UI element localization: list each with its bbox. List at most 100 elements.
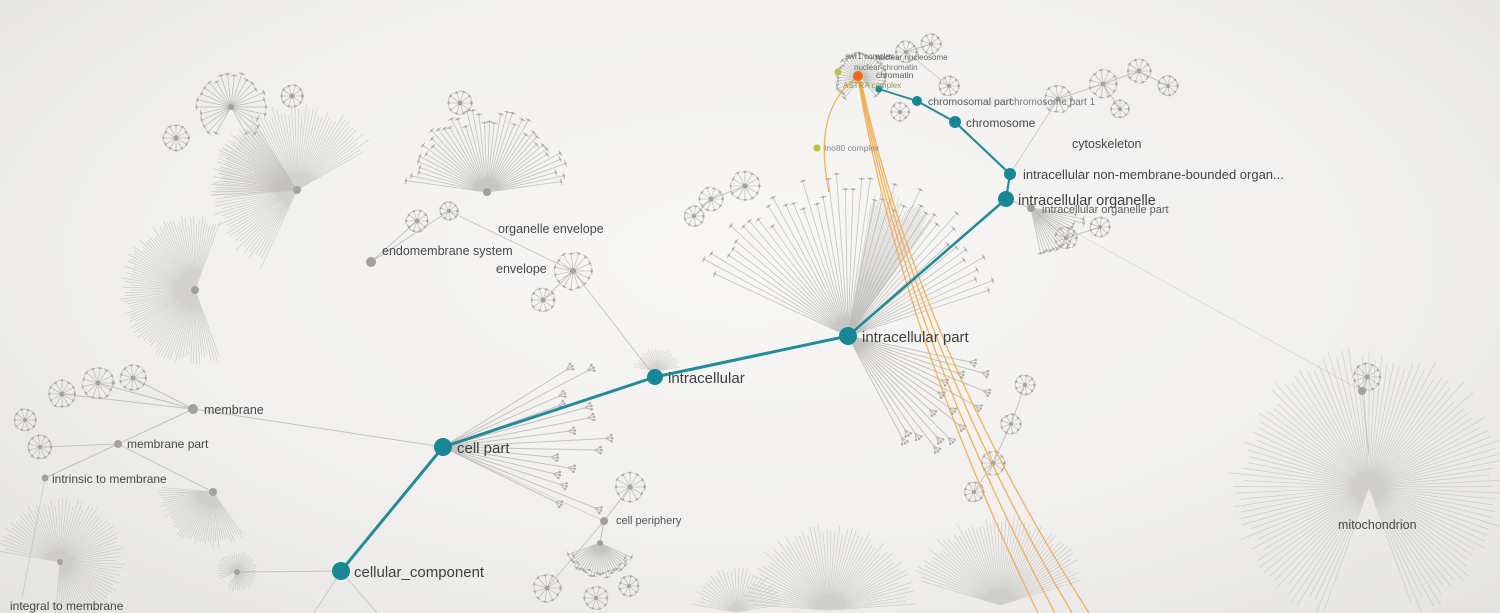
graph-node-intracellular-organelle[interactable] <box>998 191 1014 207</box>
leaf-dot-icon <box>1118 116 1122 119</box>
cluster-spokes <box>405 110 566 193</box>
leaf-dot-icon <box>713 187 716 190</box>
node-label-7[interactable]: chromosome <box>966 116 1036 130</box>
node-label-6[interactable]: intracellular non-membrane-bounded organ… <box>1023 167 1284 182</box>
node-label-10[interactable]: chromatin <box>876 70 914 80</box>
node-label-13[interactable]: swr1 complex <box>845 52 894 61</box>
cluster-spokes <box>965 482 984 501</box>
node-label-22[interactable]: intrinsic to membrane <box>52 472 167 486</box>
node-label-25[interactable]: mitochondrion <box>1338 518 1417 532</box>
node-label-23[interactable]: integral to membrane <box>10 599 124 613</box>
leaf-dot-icon <box>955 91 958 94</box>
cluster-hub-big-fan-top[interactable] <box>483 188 491 196</box>
leaf-dot-icon <box>1039 252 1042 255</box>
graph-node-nuclear-chromatin[interactable] <box>853 71 863 81</box>
leaf-dot-icon <box>1000 455 1004 458</box>
leaf-dot-icon <box>719 191 722 194</box>
graph-node-organelle-part-hub[interactable] <box>1027 204 1035 212</box>
node-label-14[interactable]: ASTRA complex <box>843 81 901 90</box>
cluster-hub-topleft-sat2[interactable] <box>289 93 295 99</box>
cluster-spokes <box>891 103 909 121</box>
leaf-dot-icon <box>1067 90 1070 94</box>
node-label-17[interactable]: organelle envelope <box>498 222 604 236</box>
node-label-8[interactable]: chromosomal part <box>928 96 1012 108</box>
graph-node-cellular-component[interactable] <box>332 562 350 580</box>
node-label-5[interactable]: intracellular organelle part <box>1042 204 1169 216</box>
leaf-dot-icon <box>67 381 70 384</box>
leaf-dot-icon <box>600 448 603 452</box>
node-label-9[interactable]: chromosome part 1 <box>1009 97 1096 108</box>
leaf-dot-icon <box>1168 75 1171 78</box>
node-label-12[interactable]: nuclear nucleosome <box>876 53 948 62</box>
graph-node-chromosome[interactable] <box>949 116 961 128</box>
leaf-dot-icon <box>545 147 548 150</box>
node-label-0[interactable]: cellular_component <box>354 564 485 581</box>
leaf-dot-icon <box>264 113 267 116</box>
leaf-dot-icon <box>1044 94 1048 97</box>
node-label-1[interactable]: cell part <box>457 440 510 457</box>
node-label-11[interactable]: nuclear chromatin <box>854 63 918 72</box>
node-label-4[interactable]: intracellular organelle <box>1018 193 1156 209</box>
leaf-dot-icon <box>1113 90 1116 93</box>
leaf-dot-icon <box>934 409 938 413</box>
graph-node-green-term-1[interactable] <box>834 68 842 76</box>
leaf-dot-icon <box>421 144 425 147</box>
cluster-spokes <box>1015 375 1035 395</box>
graph-node-cell-part[interactable] <box>434 438 452 456</box>
node-label-19[interactable]: envelope <box>496 262 547 276</box>
leaf-dot-icon <box>1017 428 1020 432</box>
graph-node-path-end[interactable] <box>875 85 883 93</box>
node-label-21[interactable]: membrane part <box>127 437 209 451</box>
node-label-3[interactable]: intracellular part <box>862 329 970 346</box>
cluster-hub-chromatin-ros4[interactable] <box>898 110 902 114</box>
cluster-hub-bottomleft-disc[interactable] <box>57 559 63 565</box>
leaf-dot-icon <box>784 203 787 207</box>
graph-node-intrinsic-to-membrane[interactable] <box>41 474 49 482</box>
graph-node-ino80-complex[interactable] <box>813 144 821 152</box>
leaf-dot-icon <box>955 212 958 215</box>
leaf-dot-icon <box>1019 422 1022 426</box>
node-label-20[interactable]: membrane <box>204 403 264 417</box>
node-label-18[interactable]: endomembrane system <box>382 244 513 258</box>
graph-node-intracellular-part[interactable] <box>839 327 857 345</box>
leaf-dot-icon <box>565 482 568 485</box>
leaf-dot-icon <box>535 143 538 146</box>
graph-node-membrane[interactable] <box>188 404 198 414</box>
node-label-2[interactable]: intracellular <box>668 370 745 387</box>
leaf-dot-icon <box>600 506 603 509</box>
leaf-dot-icon <box>844 187 847 191</box>
leaf-dot-icon <box>907 110 911 114</box>
node-label-15[interactable]: Ino80 complex <box>824 143 880 153</box>
leaf-dot-icon <box>558 470 562 474</box>
leaf-dot-icon <box>953 438 956 441</box>
node-label-24[interactable]: cell periphery <box>616 515 682 527</box>
cluster-hub-fan-top-sat[interactable] <box>457 100 463 106</box>
cluster-hub-topleft-sat1[interactable] <box>173 135 179 141</box>
graph-node-intracellular-nmb-organelle[interactable] <box>1004 168 1016 180</box>
cluster-hub-topleft-rosette[interactable] <box>228 104 234 110</box>
leaf-dot-icon <box>551 305 554 308</box>
cluster-envelope-ros <box>553 251 594 291</box>
leaf-dot-icon <box>933 412 936 416</box>
cluster-hub-membrane-ros4[interactable] <box>23 418 27 422</box>
node-label-16[interactable]: cytoskeleton <box>1072 137 1142 151</box>
cluster-hub-dense-disc-left[interactable] <box>191 286 199 294</box>
leaf-dot-icon <box>294 84 297 87</box>
cluster-spokes <box>847 335 984 447</box>
graph-node-endomembrane-system[interactable] <box>366 257 376 267</box>
graph-node-mitochondrion-hub[interactable] <box>1358 387 1366 395</box>
leaf-dot-icon <box>471 109 474 112</box>
leaf-dot-icon <box>883 80 887 83</box>
graph-node-chromosomal-part[interactable] <box>912 96 922 106</box>
cluster-hub-periphery-ros4[interactable] <box>627 584 631 588</box>
graph-node-intracellular[interactable] <box>647 369 663 385</box>
cluster-hub-periphery-ros3[interactable] <box>594 596 598 600</box>
leaf-dot-icon <box>130 364 133 367</box>
leaf-dot-icon <box>536 597 540 600</box>
graph-node-membrane-part[interactable] <box>114 440 122 448</box>
leaf-dot-icon <box>180 147 184 150</box>
graph-node-cell-periphery[interactable] <box>600 517 608 525</box>
leaf-dot-icon <box>974 499 977 503</box>
